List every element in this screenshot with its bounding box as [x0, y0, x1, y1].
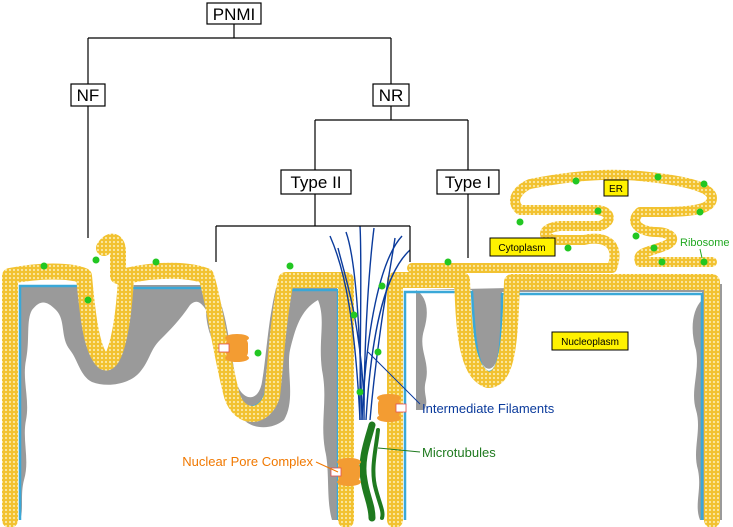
intermediate-filaments: [329, 225, 411, 421]
label-intermediate-filaments: Intermediate Filaments: [367, 351, 555, 416]
microtubules: [359, 421, 385, 522]
svg-text:Microtubules: Microtubules: [422, 445, 496, 460]
svg-text:Intermediate Filaments: Intermediate Filaments: [422, 401, 555, 416]
nuclear-pore-complex-1: [218, 334, 249, 362]
label-cytoplasm: Cytoplasm: [489, 237, 556, 257]
label-nuclear-pore-complex: Nuclear Pore Complex: [182, 454, 339, 473]
svg-text:Ribosome: Ribosome: [680, 237, 730, 249]
tree-node-pnmi: PNMI: [206, 2, 262, 25]
nuclear-pore-complex-2: [377, 394, 407, 422]
svg-text:Nucleoplasm: Nucleoplasm: [561, 337, 619, 348]
nuclear-pore-complex-3: [330, 458, 361, 486]
svg-text:NR: NR: [379, 86, 404, 105]
label-er: ER: [603, 179, 629, 197]
label-nucleoplasm: Nucleoplasm: [551, 331, 629, 351]
svg-text:Type I: Type I: [445, 173, 491, 192]
svg-text:Nuclear Pore Complex: Nuclear Pore Complex: [182, 454, 313, 469]
tree-node-nf: NF: [70, 83, 106, 107]
svg-text:Cytoplasm: Cytoplasm: [498, 243, 545, 254]
tree-node-type-i: Type I: [436, 169, 500, 195]
svg-text:ER: ER: [609, 184, 623, 195]
label-ribosome: Ribosome: [680, 237, 730, 259]
svg-text:PNMI: PNMI: [213, 5, 256, 24]
tree-node-nr: NR: [372, 83, 410, 107]
label-microtubules: Microtubules: [377, 445, 496, 460]
tree-connectors: [87, 24, 469, 262]
svg-text:Type II: Type II: [290, 173, 341, 192]
svg-text:NF: NF: [77, 86, 100, 105]
tree-node-type-ii: Type II: [280, 169, 352, 195]
ribosomes: [40, 173, 708, 396]
